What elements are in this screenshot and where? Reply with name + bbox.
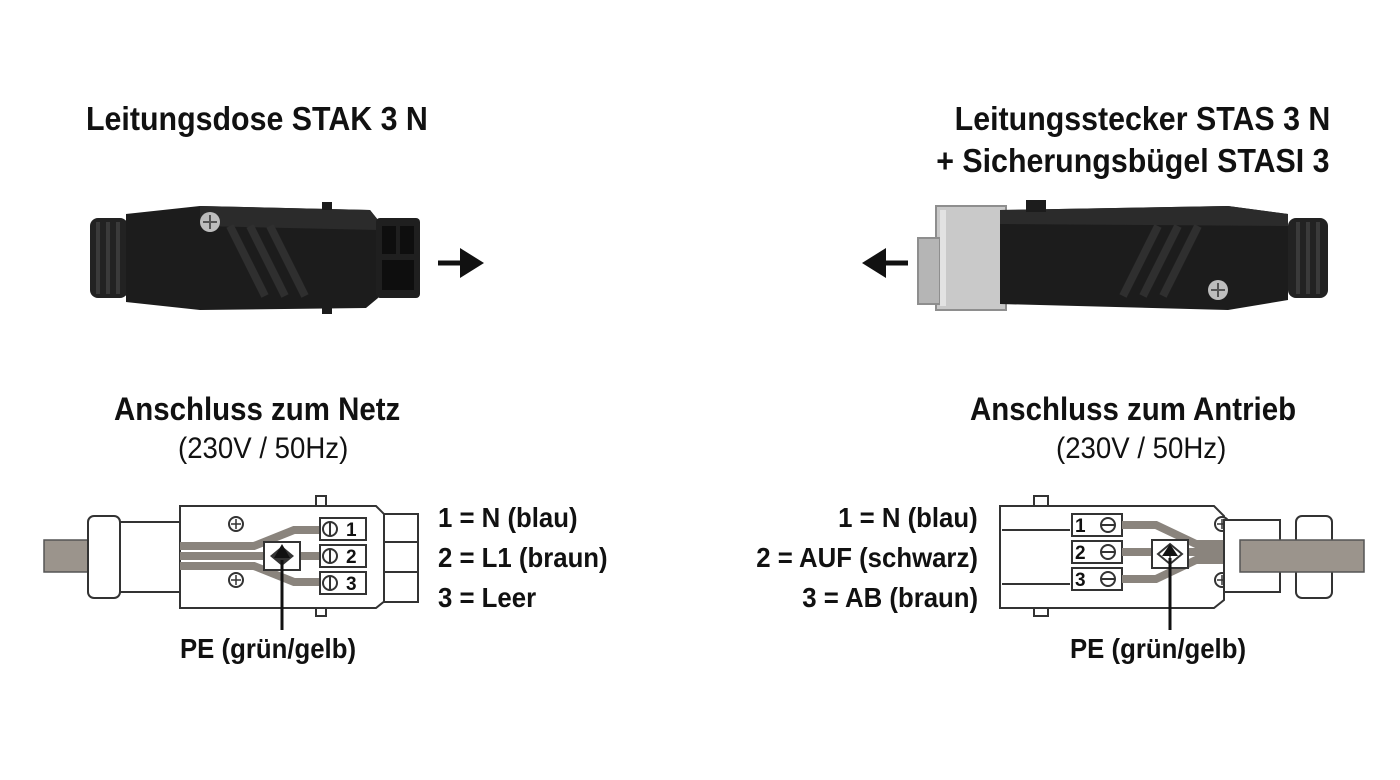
left-wiring-diagram: 1 2 3 — [43, 495, 419, 630]
left-terminal-number: 3 — [346, 574, 357, 595]
left-pin-2: 2 = L1 (braun) — [438, 542, 608, 573]
right-title-line-2: + Sicherungsbügel STASI 3 — [936, 142, 1330, 179]
right-pin-2: 2 = AUF (schwarz) — [756, 542, 978, 573]
socket-connector-illustration — [90, 202, 420, 314]
right-wiring-diagram: 1 2 3 — [999, 495, 1365, 630]
left-terminal-number: 1 — [346, 520, 357, 541]
left-pin-1: 1 = N (blau) — [438, 502, 578, 533]
right-connection-spec: (230V / 50Hz) — [1056, 432, 1227, 465]
arrow-right-icon — [438, 248, 484, 278]
right-terminal-number: 3 — [1075, 570, 1086, 591]
left-connection-title: Anschluss zum Netz — [114, 391, 401, 427]
right-connection-title: Anschluss zum Antrieb — [970, 391, 1297, 427]
left-pe-label: PE (grün/gelb) — [180, 633, 357, 664]
plug-connector-illustration — [917, 200, 1328, 311]
right-pin-1: 1 = N (blau) — [838, 502, 978, 533]
left-terminal-number: 2 — [346, 547, 357, 568]
right-title-line-1: Leitungsstecker STAS 3 N — [954, 100, 1330, 137]
right-pin-3: 3 = AB (braun) — [802, 582, 978, 613]
left-pin-3: 3 = Leer — [438, 582, 537, 613]
right-pe-label: PE (grün/gelb) — [1070, 633, 1247, 664]
left-title: Leitungsdose STAK 3 N — [86, 100, 428, 137]
right-terminal-number: 2 — [1075, 543, 1086, 564]
right-terminal-number: 1 — [1075, 516, 1086, 537]
left-connection-spec: (230V / 50Hz) — [178, 432, 349, 465]
arrow-left-icon — [862, 248, 908, 278]
